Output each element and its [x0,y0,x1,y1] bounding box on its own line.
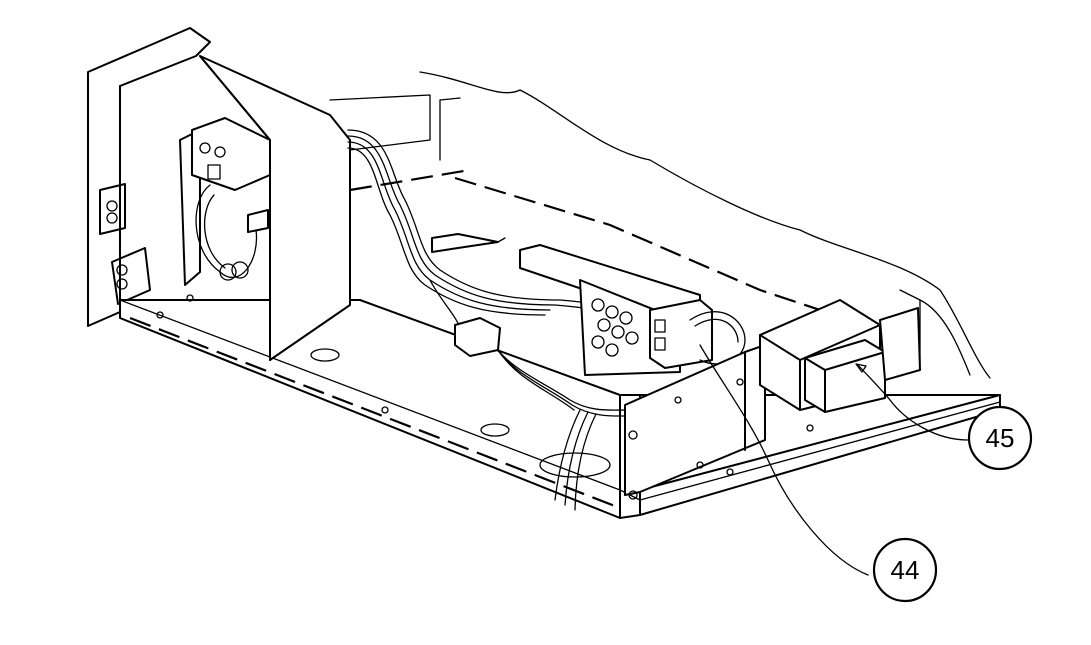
callout-44-label: 44 [891,555,920,585]
terminal-bracket [179,55,351,361]
right-wall [899,289,971,376]
leader-44 [699,344,869,576]
leader-45 [857,364,969,441]
callout-44: 44 [872,537,938,603]
transformer-block [759,299,921,413]
callout-45-label: 45 [986,423,1015,453]
front-right-panel [624,344,766,500]
left-side-panel [87,27,211,327]
terminal-block [519,244,746,376]
callout-45: 45 [967,405,1033,471]
callout-leaders [699,344,969,576]
